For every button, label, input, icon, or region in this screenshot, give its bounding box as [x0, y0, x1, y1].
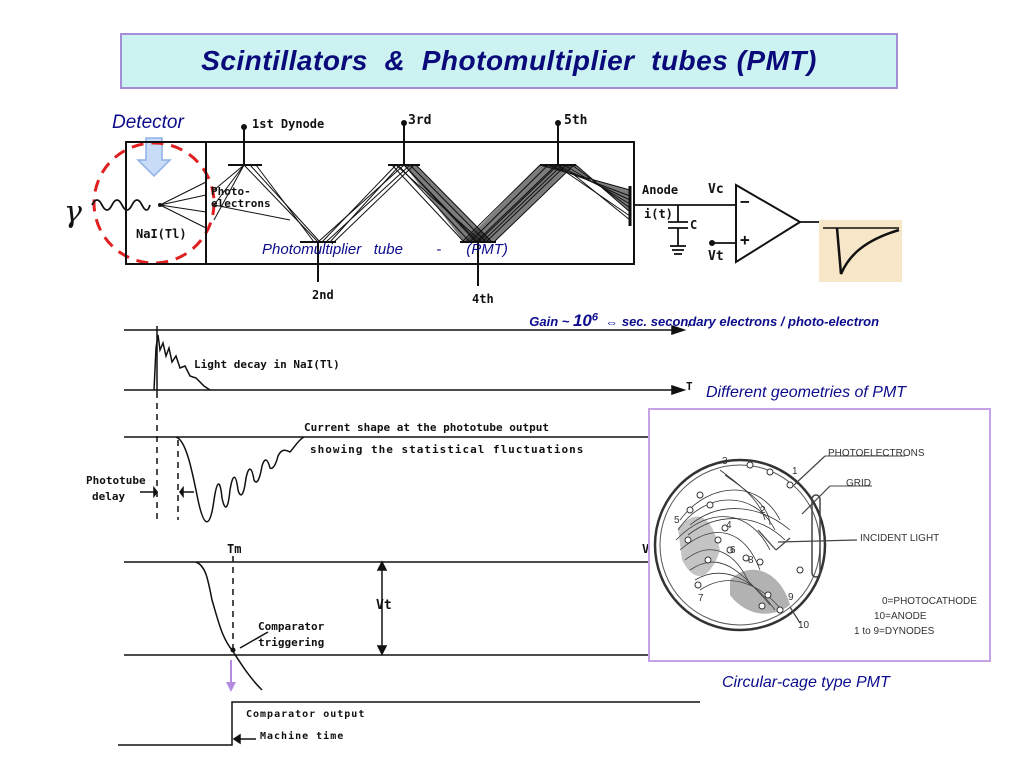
- output-circuit: [634, 183, 826, 264]
- circular-cage-figure: PHOTOELECTRONS GRID INCIDENT LIGHT 0=PHO…: [648, 408, 991, 662]
- capacitor-label: C: [690, 218, 698, 232]
- cage-grid-label: GRID: [846, 478, 871, 489]
- gain-base: 10: [572, 311, 592, 330]
- cage-dynode-9-label: 9: [788, 592, 794, 603]
- comparator-triangle: [735, 183, 802, 264]
- page-title: Scintillators & Photomultiplier tubes (P…: [201, 45, 817, 76]
- dynode-5-label: 5th: [564, 113, 588, 128]
- dynode-1-label: 1st Dynode: [252, 117, 325, 131]
- cage-dynode-8-label: 8: [748, 555, 754, 566]
- circular-cage-drawing: [653, 455, 905, 632]
- gamma-ray-wave: [91, 199, 151, 211]
- cage-incident-light-label: INCIDENT LIGHT: [860, 533, 940, 544]
- title-banner: Scintillators & Photomultiplier tubes (P…: [120, 33, 898, 89]
- current-shape-label-2: showing the statistical fluctuations: [310, 443, 585, 456]
- cage-anode-10-label: 10: [798, 620, 810, 631]
- cage-legend-anode: 10=ANODE: [874, 611, 927, 622]
- minus-input-label: −: [740, 192, 750, 211]
- cage-dynode-6-label: 6: [730, 545, 736, 556]
- vt-timing-label: Vt: [376, 598, 392, 613]
- geometries-label: Different geometries of PMT: [706, 384, 907, 401]
- crystal-label: NaI(Tl): [136, 227, 187, 241]
- v-label: V: [642, 542, 650, 556]
- current-shape-label-1: Current shape at the phototube output: [304, 421, 550, 434]
- vt-label: Vt: [708, 249, 724, 264]
- detector-label: Detector: [112, 112, 184, 133]
- cage-legend-photocathode: 0=PHOTOCATHODE: [882, 596, 977, 607]
- gamma-symbol: γ: [64, 195, 82, 230]
- vc-label: Vc: [708, 182, 724, 197]
- plus-input-label: +: [740, 230, 750, 249]
- comparator-output-label: Comparator output: [246, 709, 366, 720]
- current-label: i(t): [644, 207, 673, 221]
- gain-prefix: Gain ~: [529, 314, 573, 329]
- dynode-3-label: 3rd: [408, 113, 432, 128]
- photoelectron-fan: [213, 164, 291, 221]
- cage-legend-dynodes: 1 to 9=DYNODES: [854, 626, 935, 637]
- gain-suffix: ⇔ sec. secondary electrons / photo-elect…: [598, 314, 880, 329]
- cage-caption: Circular-cage type PMT: [722, 674, 890, 691]
- cage-dynode-7-label: 7: [698, 593, 704, 604]
- dynode-4-label: 4th: [472, 292, 494, 306]
- phototube-delay-label-1: Phototube: [86, 474, 146, 487]
- comparator-trigger-label-1: Comparator: [258, 620, 325, 633]
- scintillation-rays: [159, 181, 207, 229]
- machine-time-label: Machine time: [260, 731, 345, 742]
- dynode-2-label: 2nd: [312, 288, 334, 302]
- cage-dynode-4-label: 4: [726, 520, 732, 531]
- pmt-caption: Photomultiplier tube - (PMT): [262, 241, 508, 258]
- axis-tick-mark: ': [685, 322, 692, 335]
- output-pulse-inset: [819, 220, 902, 282]
- t-axis-label: T: [686, 380, 693, 393]
- phototube-delay-label-2: delay: [92, 490, 126, 503]
- light-decay-label: Light decay in NaI(Tl): [194, 358, 340, 371]
- cage-dynode-1-label: 1: [792, 466, 798, 477]
- gain-exponent: 6: [591, 311, 598, 324]
- timing-diagram: [118, 324, 700, 746]
- photoelectrons-label: Photo- electrons: [211, 185, 271, 210]
- trigger-arrow-head-icon: [226, 682, 236, 692]
- cage-dynode-2-label: 2: [760, 505, 766, 516]
- pmt-tube-body: [205, 141, 635, 265]
- tm-label: Tm: [227, 542, 242, 556]
- cage-photoelectrons-label: PHOTOELECTRONS: [828, 448, 925, 459]
- anode-label: Anode: [642, 183, 679, 197]
- cage-dynode-5-label: 5: [674, 515, 680, 526]
- comparator-trigger-label-2: triggering: [258, 636, 325, 649]
- gain-note: Gain ~ 106 ⇔ sec. secondary electrons / …: [522, 296, 879, 331]
- cage-dynode-3-label: 3: [722, 456, 728, 467]
